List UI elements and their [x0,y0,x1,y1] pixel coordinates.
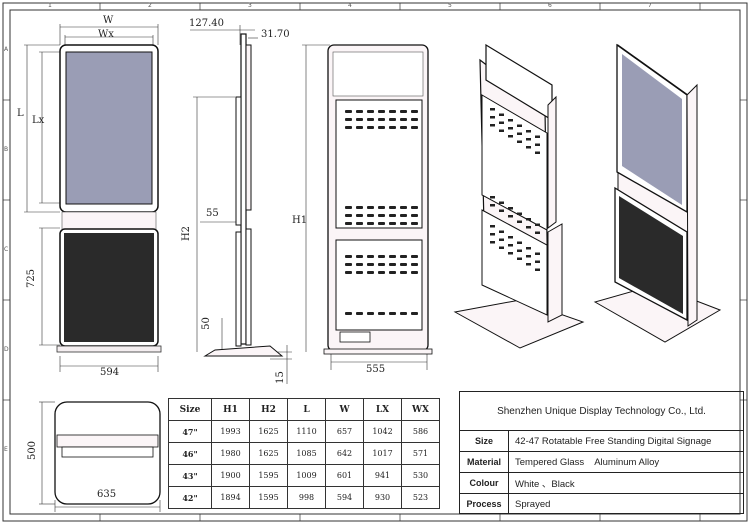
company-name: Shenzhen Unique Display Technology Co., … [460,392,743,431]
dim-l: L [17,108,24,119]
grid-row-c: C [4,246,9,253]
grid-col-3: 3 [248,2,252,9]
spec-cell: 1042 [363,420,402,443]
spec-cell: 1085 [287,442,326,465]
spec-header-cell: WX [401,398,440,421]
dim-635: 635 [97,489,117,500]
title-row-colour: Colour White 、Black [460,473,743,494]
dim-55: 55 [206,208,219,219]
dim-555: 555 [366,364,386,375]
spec-cell: 1595 [249,464,288,487]
spec-cell: 1017 [363,442,402,465]
spec-row: 46" 1980 1625 1085 642 1017 571 [168,442,440,465]
grid-row-e: E [4,446,8,453]
grid-col-1: 1 [48,2,52,9]
spec-header-row: Size H1 H2 L W LX WX [168,398,440,421]
spec-cell: 1980 [211,442,250,465]
spec-cell: 46" [168,442,212,465]
dim-wx: Wx [98,29,114,40]
spec-header-cell: W [325,398,364,421]
spec-cell: 1009 [287,464,326,487]
spec-cell: 530 [401,464,440,487]
spec-cell: 1625 [249,442,288,465]
spec-cell: 523 [401,486,440,509]
title-value: Tempered Glass Aluminum Alloy [515,456,660,468]
spec-cell: 930 [363,486,402,509]
title-value: White 、Black [515,479,575,490]
spec-cell: 1993 [211,420,250,443]
spec-cell: 586 [401,420,440,443]
grid-col-5: 5 [448,2,452,9]
spec-cell: 998 [287,486,326,509]
title-value: 42-47 Rotatable Free Standing Digital Si… [515,435,712,447]
spec-cell: 1900 [211,464,250,487]
title-value: Sprayed [515,498,551,510]
grid-row-b: B [4,146,9,153]
spec-cell: 42" [168,486,212,509]
spec-cell: 657 [325,420,364,443]
title-row-material: Material Tempered Glass Aluminum Alloy [460,452,743,473]
dim-w: W [103,15,114,26]
spec-header-cell: H2 [249,398,288,421]
spec-cell: 1110 [287,420,326,443]
title-key: Size [460,431,509,451]
spec-header-cell: H1 [211,398,250,421]
spec-cell: 47" [168,420,212,443]
dim-594: 594 [100,367,120,378]
title-key: Process [460,494,509,514]
title-row-process: Process Sprayed [460,494,743,514]
spec-cell: 1595 [249,486,288,509]
dim-lx: Lx [32,115,45,126]
grid-row-d: D [4,346,9,353]
grid-col-6: 6 [548,2,552,9]
grid-col-2: 2 [148,2,152,9]
spec-row: 43" 1900 1595 1009 601 941 530 [168,464,440,487]
title-key: Material [460,452,509,472]
title-key: Colour [460,473,509,493]
grid-col-7: 7 [648,2,652,9]
spec-cell: 1894 [211,486,250,509]
spec-cell: 1625 [249,420,288,443]
dim-500: 500 [27,440,39,461]
dim-127: 127.40 [189,18,224,29]
dim-h1: H1 [292,215,308,226]
spec-cell: 601 [325,464,364,487]
grid-col-4: 4 [348,2,352,9]
spec-table: Size H1 H2 L W LX WX 47" 1993 1625 1110 … [168,398,440,509]
spec-row: 42" 1894 1595 998 594 930 523 [168,486,440,509]
spec-header-cell: L [287,398,326,421]
spec-cell: 571 [401,442,440,465]
dim-31: 31.70 [261,29,290,40]
spec-row: 47" 1993 1625 1110 657 1042 586 [168,420,440,443]
spec-header-cell: Size [168,398,212,421]
spec-cell: 43" [168,464,212,487]
title-row-size: Size 42-47 Rotatable Free Standing Digit… [460,431,743,452]
grid-row-a: A [4,46,9,53]
spec-cell: 594 [325,486,364,509]
spec-header-cell: LX [363,398,402,421]
spec-cell: 941 [363,464,402,487]
title-block: Shenzhen Unique Display Technology Co., … [459,391,744,514]
spec-cell: 642 [325,442,364,465]
